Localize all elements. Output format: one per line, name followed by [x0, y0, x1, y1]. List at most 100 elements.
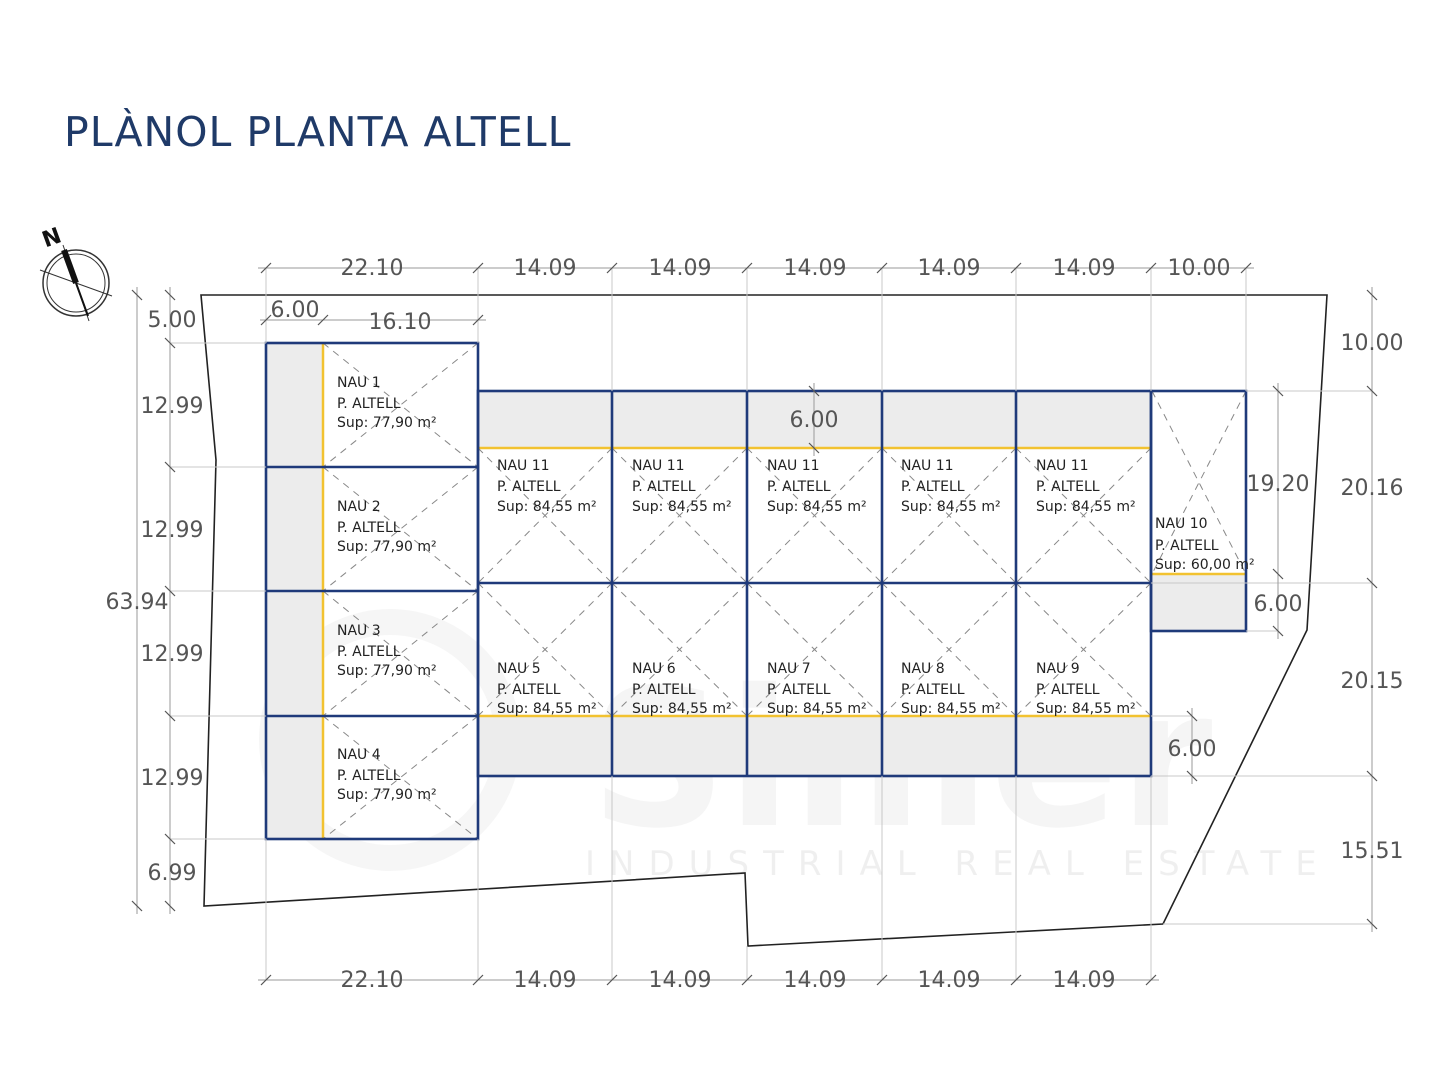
svg-text:Sup: 84,55 m²: Sup: 84,55 m² [1036, 499, 1136, 515]
dim-top-5: 14.09 [918, 256, 981, 281]
dim-bottom-6: 14.09 [1053, 968, 1116, 993]
svg-text:NAU 10: NAU 10 [1155, 516, 1208, 532]
unit-label-3: NAU 3 P. ALTELL Sup: 77,90 m² [337, 623, 437, 679]
svg-text:NAU 5: NAU 5 [497, 661, 541, 677]
svg-text:Sup: 84,55 m²: Sup: 84,55 m² [767, 499, 867, 515]
svg-text:Sup: 77,90 m²: Sup: 77,90 m² [337, 539, 437, 555]
site-boundary [200, 294, 1328, 947]
dim-top-inner-1: 6.00 [271, 298, 320, 323]
unit-label-4: NAU 4 P. ALTELL Sup: 77,90 m² [337, 747, 437, 803]
dimension-labels: 22.10 14.09 14.09 14.09 14.09 14.09 10.0… [106, 256, 1404, 993]
dim-right-2: 20.16 [1341, 476, 1404, 501]
dim-nau10-bottom: 6.00 [1254, 592, 1303, 617]
dim-right-1: 10.00 [1341, 331, 1404, 356]
unit-label-5: NAU 11 P. ALTELL Sup: 84,55 m² [497, 458, 597, 515]
dim-top-1: 22.10 [341, 256, 404, 281]
compass-label: N [39, 223, 65, 253]
dim-bottom-3: 14.09 [649, 968, 712, 993]
svg-text:NAU 8: NAU 8 [901, 661, 945, 677]
dim-top-7: 10.00 [1168, 256, 1231, 281]
dim-bottom-strip: 6.00 [1168, 737, 1217, 762]
dim-right-4: 15.51 [1341, 839, 1404, 864]
svg-text:NAU 11: NAU 11 [632, 458, 685, 474]
svg-text:NAU 11: NAU 11 [767, 458, 820, 474]
dim-top-6: 14.09 [1053, 256, 1116, 281]
svg-text:P. ALTELL: P. ALTELL [632, 682, 696, 698]
svg-text:P. ALTELL: P. ALTELL [767, 479, 831, 495]
svg-text:P. ALTELL: P. ALTELL [497, 479, 561, 495]
svg-text:NAU 9: NAU 9 [1036, 661, 1080, 677]
svg-text:Sup: 84,55 m²: Sup: 84,55 m² [901, 701, 1001, 717]
svg-text:Sup: 60,00 m²: Sup: 60,00 m² [1155, 557, 1255, 573]
svg-text:NAU 2: NAU 2 [337, 499, 381, 515]
svg-text:NAU 11: NAU 11 [901, 458, 954, 474]
dim-left-4: 12.99 [141, 642, 204, 667]
dim-top-4: 14.09 [784, 256, 847, 281]
dim-left-3: 12.99 [141, 518, 204, 543]
svg-text:NAU 1: NAU 1 [337, 375, 381, 391]
dim-bottom-2: 14.09 [514, 968, 577, 993]
svg-text:NAU 3: NAU 3 [337, 623, 381, 639]
unit-label-9: NAU 11 P. ALTELL Sup: 84,55 m² [1036, 458, 1136, 515]
unit-label-11: NAU 5 P. ALTELL Sup: 84,55 m² [497, 661, 597, 717]
dim-top-strip: 6.00 [790, 408, 839, 433]
svg-text:P. ALTELL: P. ALTELL [1155, 538, 1219, 554]
svg-text:Sup: 84,55 m²: Sup: 84,55 m² [632, 701, 732, 717]
page-title: PLÀNOL PLANTA ALTELL [64, 108, 572, 156]
extension-lines [170, 268, 1372, 980]
svg-text:NAU 7: NAU 7 [767, 661, 811, 677]
svg-text:Sup: 84,55 m²: Sup: 84,55 m² [632, 499, 732, 515]
svg-text:Sup: 77,90 m²: Sup: 77,90 m² [337, 415, 437, 431]
dim-left-total: 63.94 [106, 590, 169, 615]
svg-text:P. ALTELL: P. ALTELL [901, 479, 965, 495]
dim-left-6: 6.99 [148, 861, 197, 886]
watermark: Simer INDUSTRIAL REAL ESTATE [585, 844, 1331, 884]
dim-top-3: 14.09 [649, 256, 712, 281]
dimension-lines [136, 267, 1373, 981]
dim-right-3: 20.15 [1341, 669, 1404, 694]
unit-label-13: NAU 7 P. ALTELL Sup: 84,55 m² [767, 661, 867, 717]
svg-text:Sup: 77,90 m²: Sup: 77,90 m² [337, 787, 437, 803]
svg-text:NAU 6: NAU 6 [632, 661, 676, 677]
svg-text:P. ALTELL: P. ALTELL [337, 396, 401, 412]
svg-text:P. ALTELL: P. ALTELL [632, 479, 696, 495]
dim-top-2: 14.09 [514, 256, 577, 281]
unit-label-12: NAU 6 P. ALTELL Sup: 84,55 m² [632, 661, 732, 717]
svg-text:NAU 11: NAU 11 [1036, 458, 1089, 474]
dim-left-2: 12.99 [141, 394, 204, 419]
dimension-ticks [131, 262, 1378, 986]
dim-bottom-5: 14.09 [918, 968, 981, 993]
unit-label-15: NAU 9 P. ALTELL Sup: 84,55 m² [1036, 661, 1136, 717]
svg-text:P. ALTELL: P. ALTELL [1036, 479, 1100, 495]
dim-top-inner-2: 16.10 [369, 310, 432, 335]
svg-text:Sup: 84,55 m²: Sup: 84,55 m² [497, 499, 597, 515]
svg-text:P. ALTELL: P. ALTELL [337, 520, 401, 536]
unit-label-10: NAU 10 P. ALTELL Sup: 60,00 m² [1155, 516, 1255, 573]
unit-labels: NAU 1 P. ALTELL Sup: 77,90 m² NAU 2 P. A… [337, 375, 1255, 803]
svg-text:P. ALTELL: P. ALTELL [767, 682, 831, 698]
svg-text:P. ALTELL: P. ALTELL [337, 768, 401, 784]
svg-text:P. ALTELL: P. ALTELL [337, 644, 401, 660]
unit-label-7: NAU 11 P. ALTELL Sup: 84,55 m² [767, 458, 867, 515]
svg-text:P. ALTELL: P. ALTELL [1036, 682, 1100, 698]
dim-left-1: 5.00 [148, 308, 197, 333]
north-compass-icon: N [39, 223, 113, 322]
svg-text:Sup: 84,55 m²: Sup: 84,55 m² [901, 499, 1001, 515]
watermark-tagline: INDUSTRIAL REAL ESTATE [585, 844, 1331, 884]
svg-text:Sup: 84,55 m²: Sup: 84,55 m² [767, 701, 867, 717]
dim-bottom-4: 14.09 [784, 968, 847, 993]
unit-label-1: NAU 1 P. ALTELL Sup: 77,90 m² [337, 375, 437, 431]
svg-text:Sup: 84,55 m²: Sup: 84,55 m² [1036, 701, 1136, 717]
unit-label-2: NAU 2 P. ALTELL Sup: 77,90 m² [337, 499, 437, 555]
svg-text:NAU 11: NAU 11 [497, 458, 550, 474]
unit-label-6: NAU 11 P. ALTELL Sup: 84,55 m² [632, 458, 732, 515]
dim-bottom-1: 22.10 [341, 968, 404, 993]
svg-text:Sup: 77,90 m²: Sup: 77,90 m² [337, 663, 437, 679]
unit-label-14: NAU 8 P. ALTELL Sup: 84,55 m² [901, 661, 1001, 717]
svg-text:NAU 4: NAU 4 [337, 747, 381, 763]
svg-text:P. ALTELL: P. ALTELL [497, 682, 561, 698]
dim-nau10-height: 19.20 [1247, 472, 1310, 497]
unit-label-8: NAU 11 P. ALTELL Sup: 84,55 m² [901, 458, 1001, 515]
dim-left-5: 12.99 [141, 766, 204, 791]
